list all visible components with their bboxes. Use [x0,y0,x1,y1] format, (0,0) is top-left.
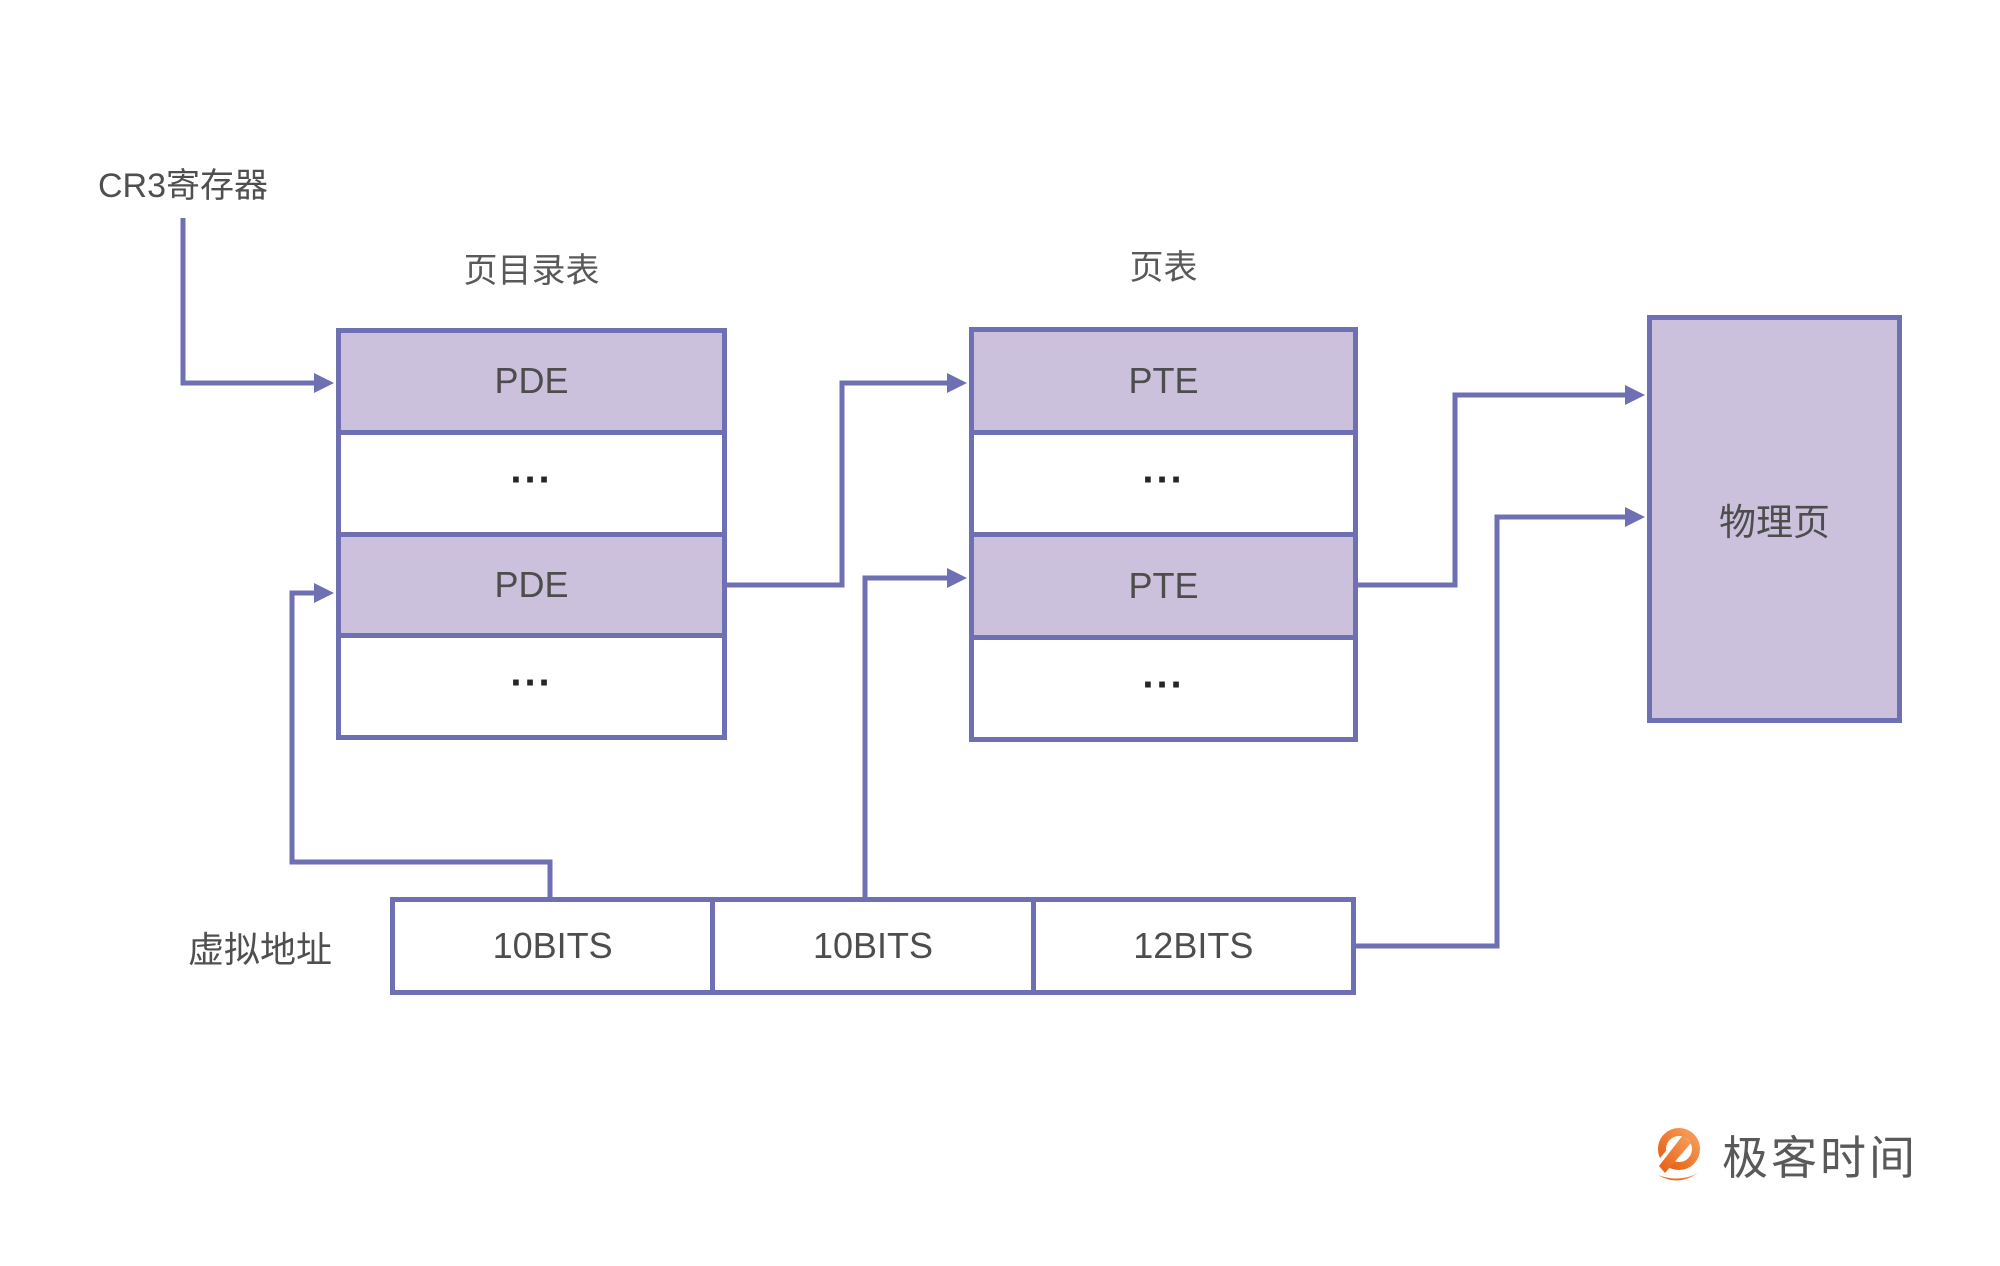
page-directory-table: PDE ... PDE ... [336,328,727,740]
pte-row-2: PTE [974,532,1353,635]
virtual-address-label: 虚拟地址 [188,929,333,970]
bits-field-12bits: 12BITS [1030,902,1351,990]
geektime-logo-text: 极客时间 [1722,1132,1918,1184]
cr3-register-label: CR3寄存器 [98,167,269,205]
pde-ellipsis-row-2: ... [341,633,722,735]
bits-field-10bits-mid: 10BITS [710,902,1030,990]
virtual-address-bits-box: 10BITS 10BITS 12BITS [390,897,1356,995]
arrow-vabits2-to-pte2 [862,568,967,897]
physical-page-box: 物理页 [1647,315,1902,723]
arrow-pte2-to-physical-page [1358,385,1645,588]
arrow-cr3-to-pde1 [180,218,334,393]
arrow-12bits-to-physical-page [1356,507,1645,949]
geektime-logo: 极客时间 [1646,1122,1918,1188]
pte-ellipsis-row-2: ... [974,634,1353,737]
arrow-pde2-to-pte1 [727,373,967,588]
page-table: PTE ... PTE ... [969,327,1358,742]
page-table-title: 页表 [1129,249,1198,287]
geektime-logo-icon [1650,1128,1700,1181]
bits-field-10bits-high: 10BITS [492,925,613,966]
pte-ellipsis-row-1: ... [974,429,1353,532]
pte-row-1: PTE [974,332,1353,430]
pde-ellipsis-row-1: ... [341,429,722,532]
page-directory-title: 页目录表 [463,252,600,290]
pde-row-2: PDE [341,531,722,634]
pde-row-1: PDE [341,333,722,430]
